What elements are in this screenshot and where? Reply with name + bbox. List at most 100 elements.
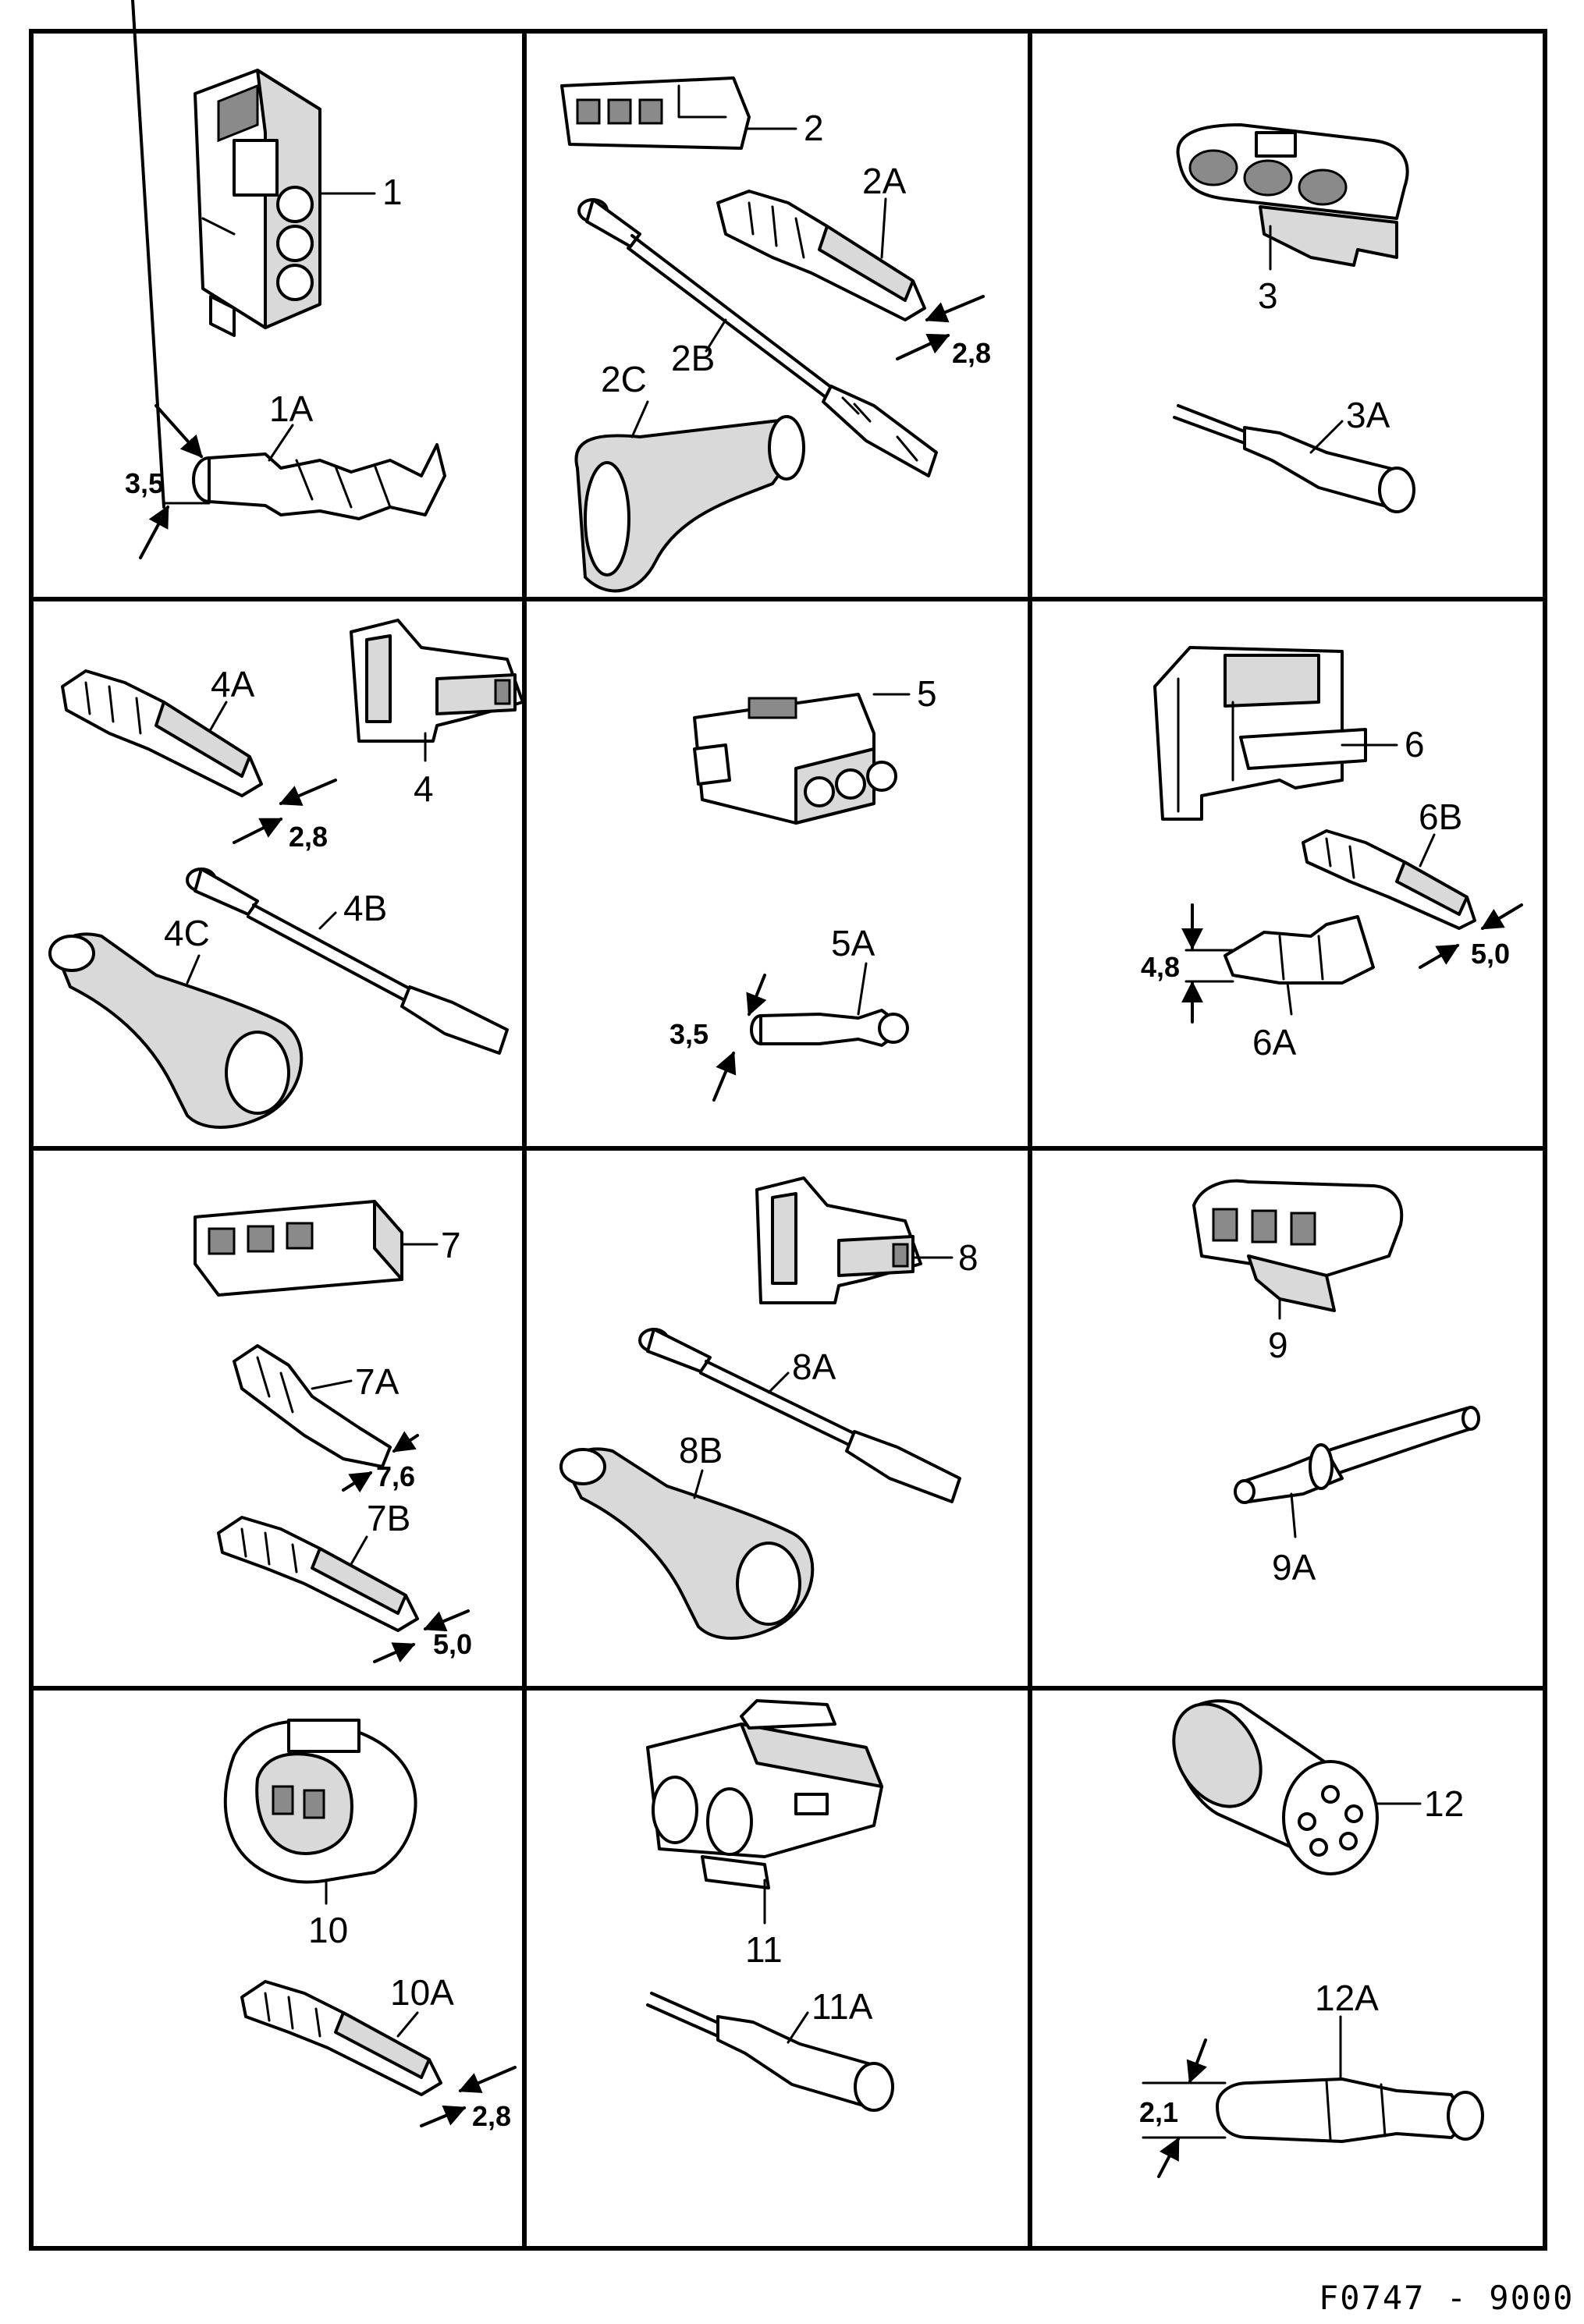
label-11: 11	[745, 1929, 783, 1970]
cell-8: 8 8A 8B	[559, 1176, 978, 1640]
leader-2b	[705, 318, 727, 353]
cell-10: 10 10A 2,8	[223, 1719, 517, 2132]
dim-arrow-10a-top	[458, 2066, 517, 2093]
label-5a: 5A	[831, 923, 875, 963]
leader-6a	[1286, 981, 1293, 1016]
label-9a: 9A	[1272, 1547, 1316, 1588]
dim-12a: 2,1	[1139, 2096, 1178, 2128]
dim-10a: 2,8	[472, 2100, 511, 2132]
cell-6: 6 6B 5,0 6A 4,8	[1141, 646, 1523, 1063]
leader-7b	[350, 1535, 368, 1566]
terminal-7b	[217, 1516, 419, 1632]
connector-housing-4	[350, 619, 524, 743]
round-connector-12	[1172, 1699, 1379, 1875]
leader-6b	[1419, 833, 1436, 868]
figure-reference: F0747 - 9000	[1319, 2279, 1574, 2317]
dim-arrow-1a-bottom	[131, 0, 165, 509]
cell-1: 1 1A 3,5	[125, 0, 446, 559]
label-4a: 4A	[211, 664, 255, 704]
terminal-6b	[1302, 829, 1476, 930]
leader-8b	[693, 1469, 704, 1499]
leader-5a	[857, 962, 868, 1016]
dim-arrow-4a-bottom	[233, 818, 283, 844]
pin-11a	[646, 1992, 894, 2112]
cell-11: 11 11A	[646, 1699, 894, 2112]
leader-2a	[880, 197, 887, 259]
rubber-boot-8b	[559, 1447, 815, 1640]
label-7: 7	[441, 1225, 461, 1265]
label-5: 5	[917, 673, 937, 714]
cell-2: 2 2B 2A 2,8 2C	[560, 76, 991, 593]
label-4b: 4B	[343, 888, 387, 928]
dim-arrow-12a-top	[1186, 2038, 1207, 2084]
dim-7a: 7,6	[376, 1460, 415, 1492]
leader-1a	[268, 424, 294, 462]
label-12: 12	[1424, 1783, 1464, 1824]
label-1a: 1A	[269, 389, 314, 429]
label-9: 9	[1268, 1325, 1288, 1365]
dim-arrow-7b-top	[423, 1609, 470, 1632]
dim-arrow-7a-bottom	[342, 1471, 373, 1493]
label-3: 3	[1258, 275, 1278, 316]
cable-terminal-2b	[577, 198, 938, 477]
leader-9a	[1290, 1492, 1297, 1538]
label-6: 6	[1405, 724, 1425, 765]
connector-housing-7	[194, 1200, 403, 1297]
label-3a: 3A	[1346, 395, 1390, 435]
connector-housing-8	[755, 1176, 922, 1304]
dim-4a: 2,8	[289, 821, 328, 853]
cell-5: 5 5A 3,5	[669, 673, 937, 1102]
dim-arrow-5a-bottom	[712, 1051, 737, 1102]
label-2a: 2A	[862, 161, 907, 201]
label-10a: 10A	[390, 1972, 454, 2013]
terminal-2a	[716, 190, 926, 321]
dim-arrow-2a-top	[925, 295, 985, 323]
label-2b: 2B	[671, 338, 715, 378]
label-2c: 2C	[601, 359, 647, 399]
label-11a: 11A	[812, 1986, 873, 2027]
cable-terminal-4b	[186, 868, 509, 1055]
connector-housing-1	[194, 69, 321, 337]
connector-housing-6	[1153, 646, 1367, 821]
leader-8a	[767, 1371, 790, 1394]
leader-3a	[1309, 420, 1344, 454]
connector-housing-5	[693, 693, 897, 825]
dim-arrow-5a-top	[746, 974, 767, 1017]
terminal-7a	[233, 1344, 392, 1468]
label-1: 1	[382, 172, 403, 212]
label-2: 2	[804, 108, 824, 148]
label-7a: 7A	[355, 1361, 400, 1402]
connector-housing-10	[223, 1719, 417, 1884]
dim-arrow-12a-bottom	[1157, 2137, 1180, 2178]
cable-terminal-8a	[638, 1328, 961, 1503]
dim-6a: 4,8	[1141, 951, 1180, 983]
dim-arrow-6b-bottom	[1419, 944, 1460, 969]
label-8: 8	[958, 1237, 978, 1278]
cell-9: 9 9A	[1192, 1179, 1480, 1588]
terminal-4a	[61, 669, 263, 797]
leader-2c	[630, 400, 649, 438]
label-7b: 7B	[367, 1498, 410, 1538]
label-6a: 6A	[1252, 1022, 1297, 1063]
connector-housing-9	[1192, 1179, 1404, 1312]
terminal-6a	[1224, 915, 1375, 985]
label-10: 10	[308, 1910, 348, 1950]
label-6b: 6B	[1419, 797, 1462, 837]
pin-3a	[1173, 404, 1415, 513]
pin-9a	[1234, 1406, 1480, 1504]
terminal-1a	[192, 443, 446, 520]
cell-3: 3 3A	[1173, 123, 1415, 513]
grid-frame	[29, 29, 1547, 2251]
connector-housing-3	[1176, 123, 1409, 267]
dim-arrow-10a-bottom	[420, 2105, 467, 2127]
dim-arrow-7a-top	[392, 1431, 419, 1453]
dim-arrow-1a-top	[154, 404, 203, 459]
dim-arrow-4a-top	[279, 779, 337, 806]
cell-12: 12 12A 2,1	[1139, 1699, 1484, 2178]
leader-4a	[209, 701, 228, 731]
rubber-boot-2c	[574, 415, 805, 593]
connector-housing-11	[646, 1699, 883, 1889]
dim-arrow-1a-lower	[139, 505, 169, 559]
leader-11a	[787, 2011, 809, 2044]
